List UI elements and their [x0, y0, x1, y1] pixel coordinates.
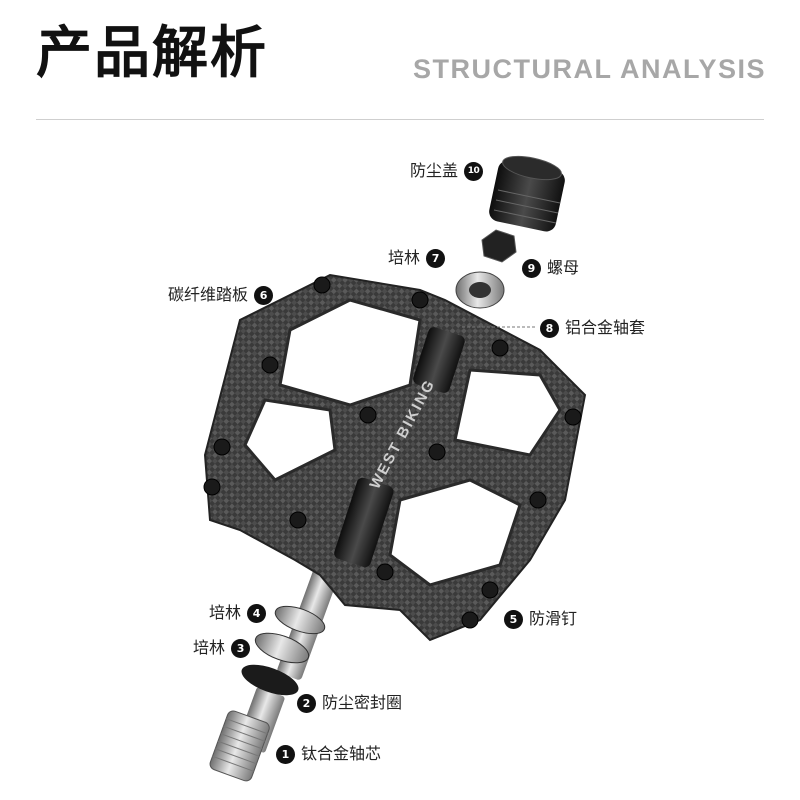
callout-badge-4: 4 [247, 603, 267, 623]
nut [481, 229, 517, 263]
titanium-axle-label: 钛合金轴芯 [301, 744, 382, 763]
axle-thread [209, 710, 270, 782]
callout-badge-1: 1 [276, 744, 295, 764]
anti-slip-pins [203, 276, 582, 629]
dust-seal-label: 防尘密封圈 [322, 693, 403, 712]
bearing-3 [254, 632, 310, 664]
callout-bearing-4: 培林 4 [209, 603, 267, 623]
callout-badge-3: 3 [231, 638, 251, 658]
callout-dust-cap: 防尘盖 10 [410, 161, 484, 181]
callout-badge-5: 5 [504, 609, 523, 629]
bearing-7 [455, 271, 505, 309]
page-title: 产品解析 [36, 21, 268, 86]
bearing-4-label: 培林 [209, 603, 242, 622]
callout-bearing-3: 培林 3 [193, 638, 251, 658]
callout-badge-8: 8 [540, 318, 559, 338]
dust-cap-label: 防尘盖 [410, 161, 459, 180]
bearing-4 [274, 605, 326, 635]
callout-badge-9: 9 [522, 258, 541, 278]
carbon-pedal-label: 碳纤维踏板 [168, 285, 249, 304]
callout-badge-10: 10 [464, 161, 484, 181]
dust-cap [489, 155, 565, 232]
page-subtitle: STRUCTURAL ANALYSIS [412, 54, 766, 84]
alloy-sleeve-label: 铝合金轴套 [565, 318, 646, 337]
anti-slip-pins-label: 防滑钉 [529, 609, 578, 628]
bearing-7-label: 培林 [388, 248, 421, 267]
callout-bearing-7: 培林 7 [388, 248, 446, 268]
carbon-pedal-body [203, 273, 587, 642]
callout-dust-seal: 2 防尘密封圈 [297, 693, 402, 713]
callout-titanium-axle: 1 钛合金轴芯 [276, 744, 381, 764]
dust-seal [241, 664, 299, 696]
callout-badge-2: 2 [297, 693, 316, 713]
nut-label: 螺母 [547, 258, 580, 277]
callout-badge-6: 6 [254, 285, 274, 305]
callout-badge-7: 7 [426, 248, 446, 268]
callout-nut: 9 螺母 [522, 258, 579, 278]
callout-anti-slip-pins: 5 防滑钉 [504, 609, 577, 629]
bearing-3-label: 培林 [193, 638, 226, 657]
callout-carbon-pedal: 碳纤维踏板 6 [168, 285, 274, 305]
callout-alloy-sleeve: 8 铝合金轴套 [540, 318, 645, 338]
header-divider [36, 119, 764, 120]
